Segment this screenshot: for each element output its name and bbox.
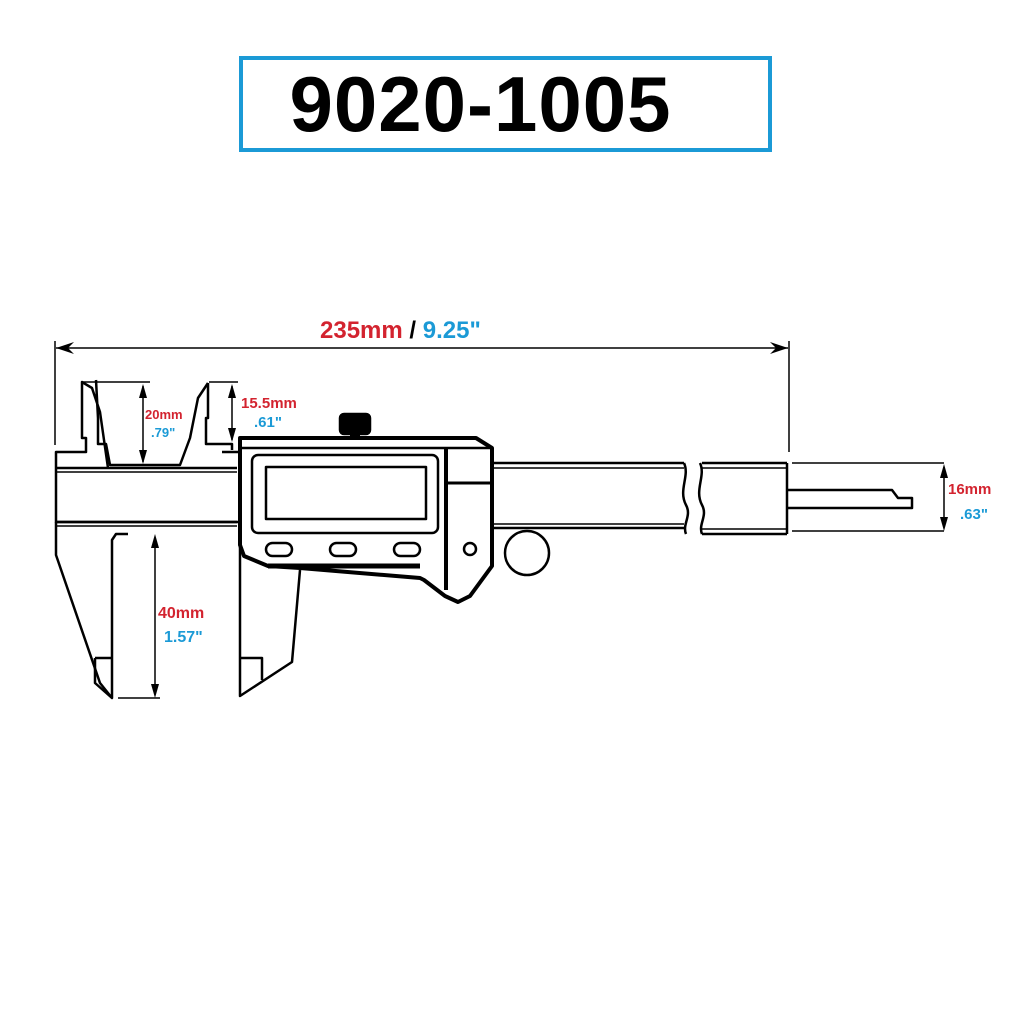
overall-length-separator: / xyxy=(409,317,417,344)
beam-width-metric: 16mm xyxy=(948,481,992,498)
overall-length-metric: 235mm xyxy=(320,317,403,344)
inside-jaw-slider-imperial: .61" xyxy=(254,414,282,431)
part-number-box: 9020-1005 xyxy=(239,56,772,152)
overall-length-dimension xyxy=(54,341,790,452)
inside-jaw-fixed-imperial: .79" xyxy=(151,425,176,440)
overall-length-imperial: 9.25" xyxy=(422,317,481,344)
outside-jaw-depth-imperial: 1.57" xyxy=(164,629,203,646)
inside-jaw-slider-metric: 15.5mm xyxy=(241,395,297,412)
overall-length-label: 235mm / 9.25" xyxy=(320,319,481,343)
outside-jaw-depth-metric: 40mm xyxy=(158,605,205,622)
beam-width-imperial: .63" xyxy=(960,506,988,523)
part-number: 9020-1005 xyxy=(289,59,672,148)
inside-jaw-fixed-metric: 20mm xyxy=(145,407,183,422)
